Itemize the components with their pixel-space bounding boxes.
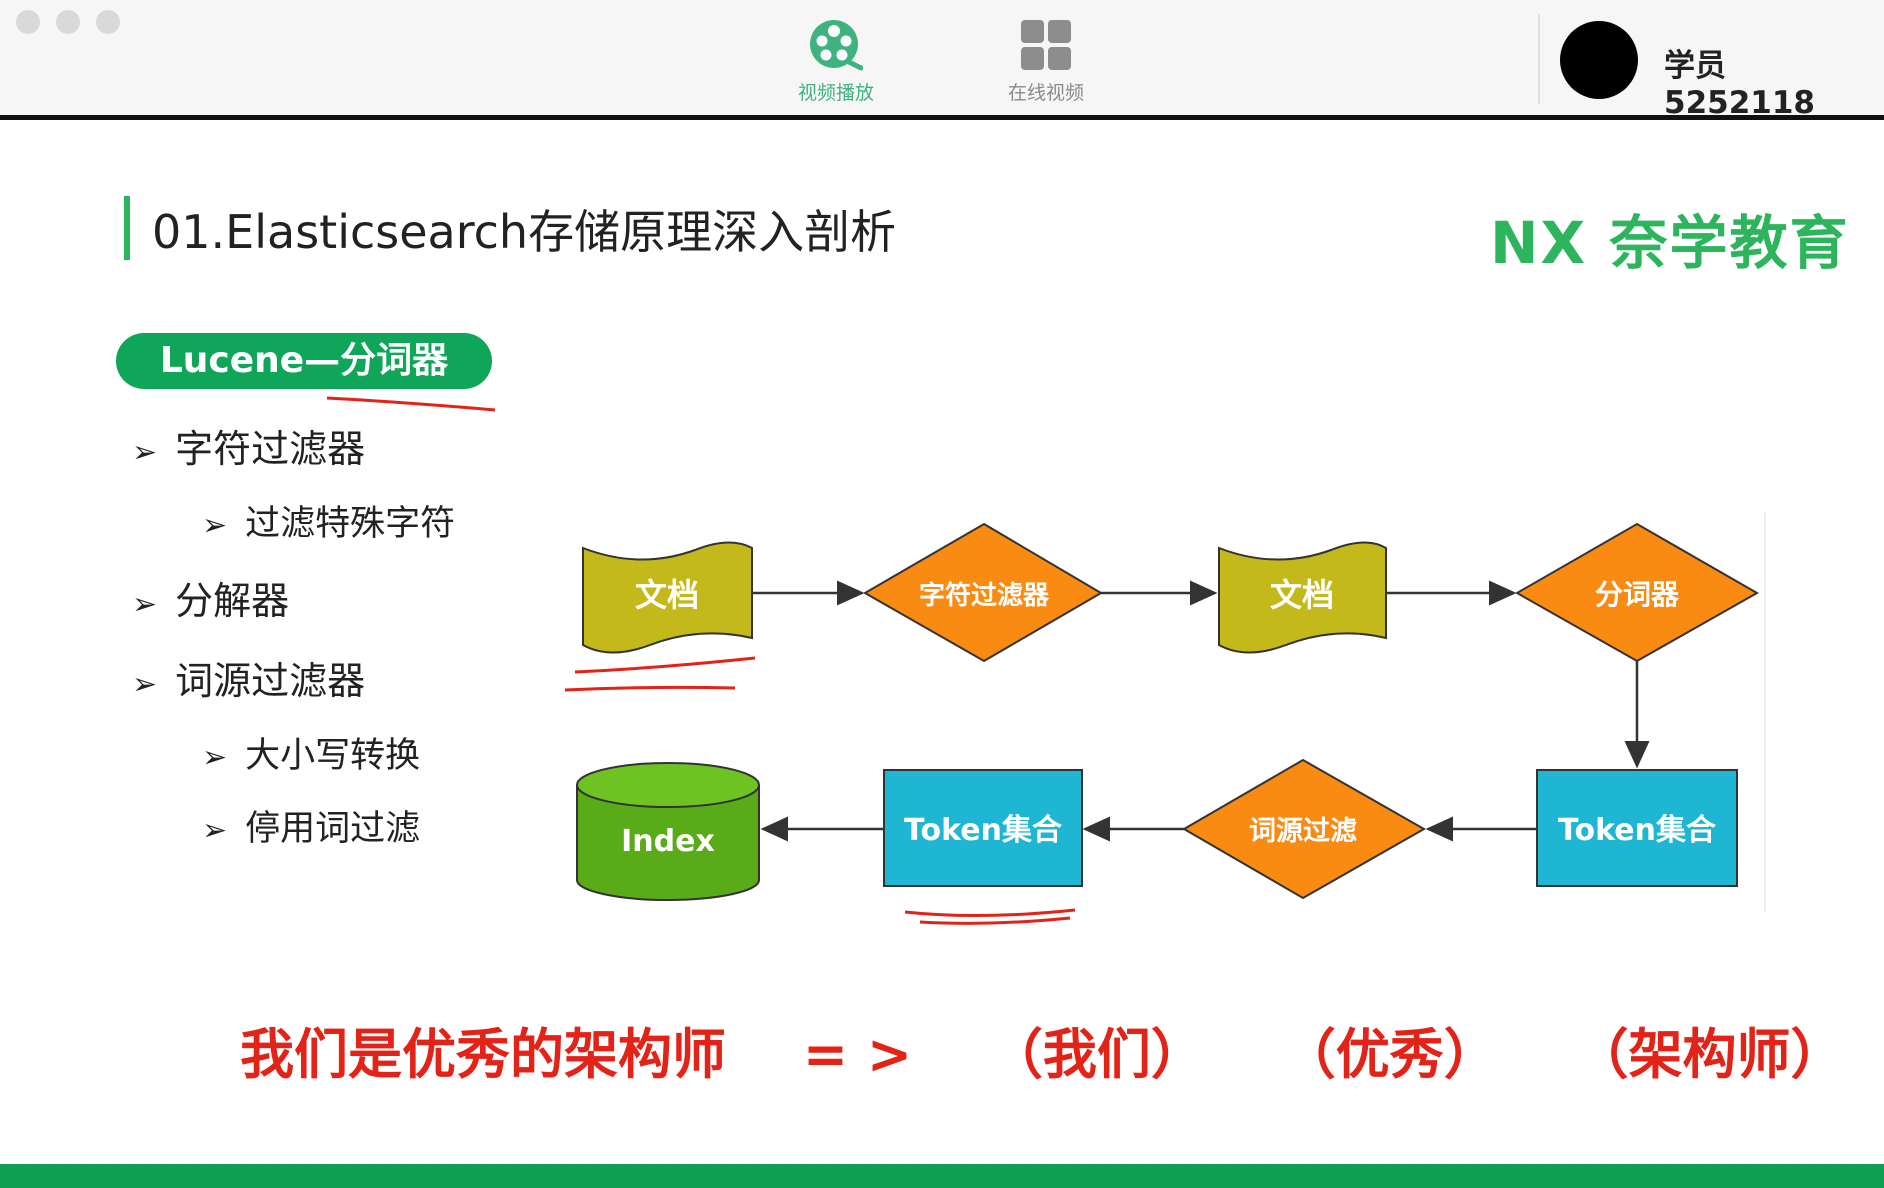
index-cylinder: Index bbox=[576, 762, 760, 901]
annotation-underline bbox=[564, 685, 736, 692]
tokenizer-diamond: 分词器 bbox=[1514, 522, 1760, 663]
bullet-text: 停用词过滤 bbox=[245, 809, 421, 849]
document-shape: 文档 bbox=[582, 541, 753, 654]
annotation-underline bbox=[919, 916, 1071, 925]
username: 学员 5252118 bbox=[1664, 48, 1815, 121]
title-accent-bar bbox=[124, 196, 130, 260]
app-toolbar: 视频播放 在线视频 学员 5252118 bbox=[0, 0, 1884, 121]
window-minimize-button[interactable] bbox=[56, 10, 80, 34]
document-shape: 文档 bbox=[1218, 541, 1387, 654]
toolbar-divider bbox=[1538, 14, 1540, 104]
token-set-box: Token集合 bbox=[1536, 769, 1738, 887]
slide-edge bbox=[1764, 512, 1766, 912]
bullet-arrow-icon: ➢ bbox=[202, 813, 228, 848]
section-pill: Lucene—分词器 bbox=[116, 333, 492, 389]
diagram-label: 文档 bbox=[635, 576, 699, 614]
tab-online-video[interactable]: 在线视频 bbox=[971, 18, 1121, 105]
brand-logo: NX 奈学教育 bbox=[1490, 209, 1850, 277]
token-filter-diamond: 词源过滤 bbox=[1182, 758, 1427, 900]
diagram-label: Index bbox=[621, 824, 715, 859]
bullet-arrow-icon: ➢ bbox=[132, 435, 158, 470]
example-token: （我们） bbox=[988, 1023, 1205, 1086]
example-token: （架构师） bbox=[1574, 1023, 1845, 1086]
diagram-label: Token集合 bbox=[1558, 813, 1716, 848]
tab-label: 视频播放 bbox=[797, 82, 874, 104]
tab-label: 在线视频 bbox=[1007, 82, 1084, 104]
bullet-filter-special-chars: ➢ 过滤特殊字符 bbox=[202, 495, 455, 546]
bullet-text: 分解器 bbox=[175, 579, 290, 623]
slide-title: 01.Elasticsearch存储原理深入剖析 bbox=[152, 205, 897, 259]
bullet-arrow-icon: ➢ bbox=[132, 667, 158, 702]
diagram-label: 文档 bbox=[1270, 576, 1334, 614]
tab-video-playback[interactable]: 视频播放 bbox=[761, 18, 911, 105]
diagram-label: Token集合 bbox=[904, 813, 1062, 848]
bullet-tokenizer: ➢ 分解器 bbox=[132, 570, 289, 625]
diagram-label: 词源过滤 bbox=[1249, 816, 1357, 847]
bullet-arrow-icon: ➢ bbox=[132, 587, 158, 622]
bullet-text: 过滤特殊字符 bbox=[245, 504, 456, 544]
bullet-text: 词源过滤器 bbox=[175, 659, 366, 703]
bullet-case-conversion: ➢ 大小写转换 bbox=[202, 727, 420, 778]
annotation-underline bbox=[904, 908, 1076, 918]
example-token: （优秀） bbox=[1281, 1023, 1498, 1086]
bullet-text: 大小写转换 bbox=[245, 736, 421, 776]
example-arrow: = > bbox=[802, 1023, 913, 1086]
example-sentence: 我们是优秀的架构师 bbox=[240, 1023, 726, 1086]
diagram-label: 分词器 bbox=[1595, 578, 1680, 611]
video-progress-bar[interactable] bbox=[0, 1164, 1884, 1188]
film-reel-icon bbox=[810, 20, 863, 71]
token-set-box: Token集合 bbox=[883, 769, 1083, 887]
annotation-underline bbox=[326, 396, 496, 412]
bullet-arrow-icon: ➢ bbox=[202, 740, 228, 775]
bullet-arrow-icon: ➢ bbox=[202, 508, 228, 543]
bullet-char-filter: ➢ 字符过滤器 bbox=[132, 418, 365, 473]
window-zoom-button[interactable] bbox=[96, 10, 120, 34]
diagram-label: 字符过滤器 bbox=[919, 580, 1050, 611]
char-filter-diamond: 字符过滤器 bbox=[862, 522, 1103, 663]
bullet-stopword-filter: ➢ 停用词过滤 bbox=[202, 800, 420, 851]
avatar[interactable] bbox=[1560, 21, 1638, 99]
bullet-token-filter: ➢ 词源过滤器 bbox=[132, 650, 365, 705]
bullet-text: 字符过滤器 bbox=[175, 427, 366, 471]
grid-icon bbox=[1021, 20, 1071, 70]
tokenization-example: 我们是优秀的架构师 = > （我们） （优秀） （架构师） bbox=[240, 1010, 1884, 1089]
annotation-underline bbox=[574, 656, 756, 674]
window-close-button[interactable] bbox=[16, 10, 40, 34]
